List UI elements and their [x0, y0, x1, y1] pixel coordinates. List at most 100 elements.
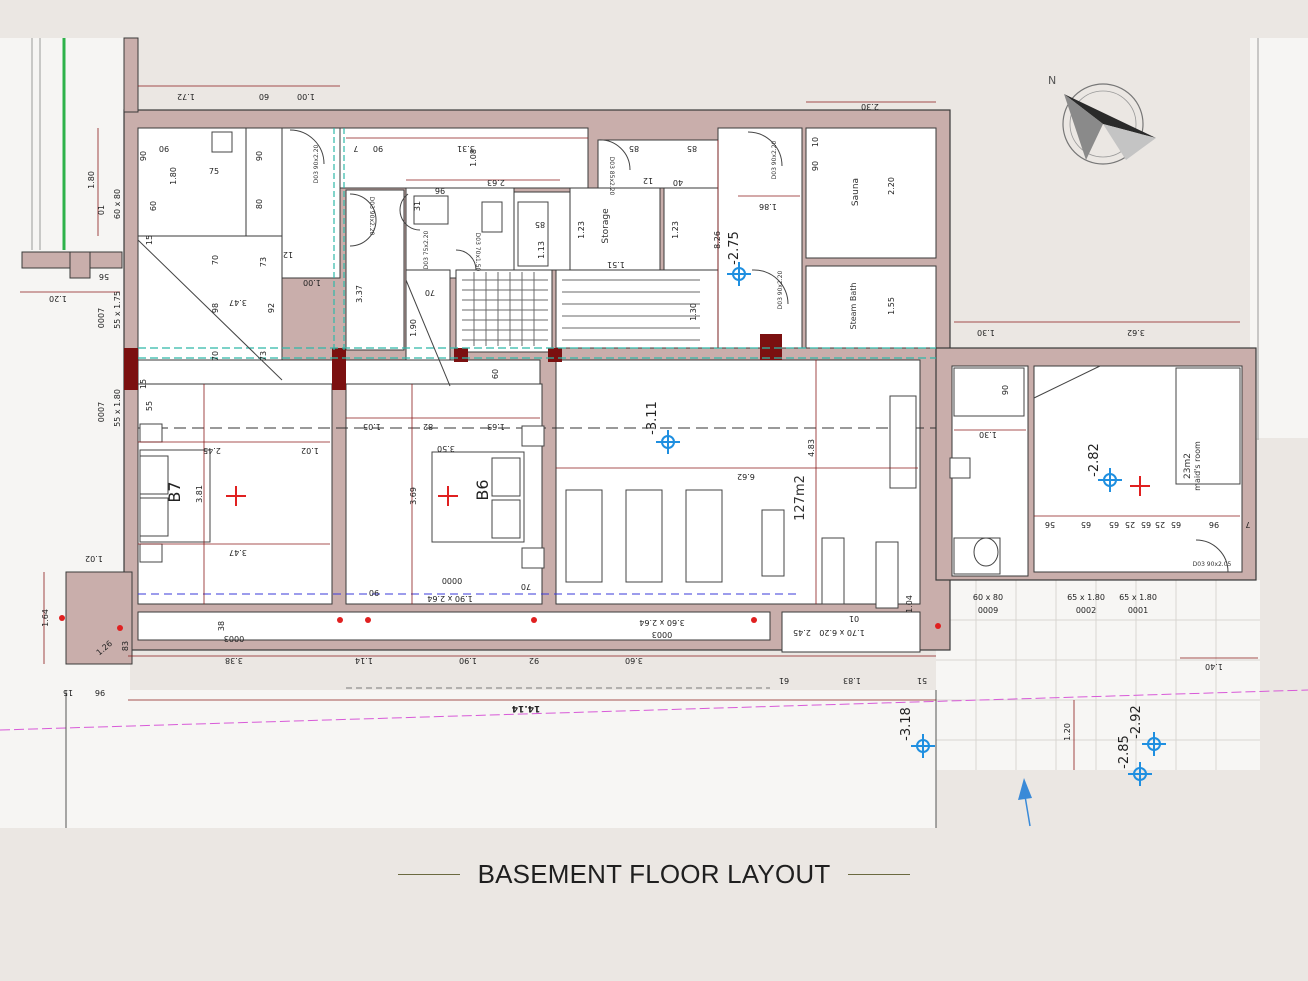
dimension-label: 15: [145, 235, 154, 245]
dimension-label: 1.90: [409, 319, 418, 337]
level-marker-icon: [1098, 468, 1122, 492]
dimension-label: 1.30: [979, 430, 997, 439]
window-tag: 65 x 1.80: [1067, 593, 1105, 602]
dimension-label: 1.90: [459, 656, 477, 665]
window-tag: 55 x 1.80: [113, 389, 122, 427]
dimension-label: 90: [255, 151, 264, 161]
level-label: -3.11: [645, 401, 660, 435]
dimension-label: 90: [159, 144, 169, 153]
room-label-b6: B6: [473, 479, 492, 500]
dimension-label: 55: [145, 401, 154, 411]
window-tag: 0007: [97, 402, 106, 422]
dimension-label: 73: [259, 257, 268, 267]
door-tags: D03 90x2.20 D03 90x2.20 D03 90x2.20 D03 …: [313, 140, 1232, 568]
title-block: BASEMENT FLOOR LAYOUT: [0, 852, 1308, 896]
level-label: -2.82: [1087, 443, 1102, 477]
stairs: [462, 272, 700, 346]
dimension-label: 25: [1155, 520, 1165, 529]
center-cross-icon: [438, 486, 458, 506]
dimension-label: 90: [139, 151, 148, 161]
dimension-label: 1.05: [363, 422, 381, 431]
dimension-label: 70: [211, 255, 220, 265]
dimension-label: 1.00: [297, 92, 315, 101]
title-rule-right: [848, 873, 911, 875]
dimension-label: 3.37: [355, 285, 364, 303]
dimension-label: 25: [1125, 520, 1135, 529]
dimension-label: 85: [687, 144, 697, 153]
dimension-label: 1.80: [87, 171, 96, 189]
window-tag: 65 x 1.80: [1119, 593, 1157, 602]
level-marker-icon: [1128, 762, 1152, 786]
dimension-label: 3.31: [457, 144, 475, 153]
level-label: -2.92: [1129, 705, 1144, 739]
dimension-label: 98: [211, 303, 220, 313]
dimension-label: 96: [95, 688, 105, 697]
dimension-label: 1.30: [689, 303, 698, 321]
dimension-label: 75: [209, 167, 219, 176]
room-label-maids-room: maid's room: [1193, 441, 1202, 491]
dimension-lines: [20, 85, 1258, 770]
window-tag: 55 x 1.75: [113, 291, 122, 329]
dimension-label: 60: [149, 201, 158, 211]
dimension-label: 85: [629, 144, 639, 153]
dimension-label: 2.63: [487, 178, 505, 187]
dimension-label: 31: [413, 201, 422, 211]
dimension-label: 1.23: [577, 221, 586, 239]
door-tag: D03 70x1.50: [474, 233, 481, 272]
dimension-label: 3.62: [1127, 328, 1145, 337]
door-tag: D03 90x2.20: [771, 140, 778, 179]
room-labels: B7 B6 Storage Sauna Steam Bath 127m2 mai…: [165, 178, 1202, 521]
center-cross-icon: [226, 486, 246, 506]
dimension-label: 56: [99, 272, 109, 281]
dimension-label: 1.13: [537, 241, 546, 259]
window-tag: 60 x 80: [113, 189, 122, 219]
dimension-label: 60: [259, 92, 269, 101]
dimension-label: 1.08: [469, 149, 478, 167]
courtyard: [66, 690, 936, 828]
level-label: -3.18: [899, 707, 914, 741]
dimension-label: 96: [435, 186, 445, 195]
room-center-marks: [226, 476, 1150, 506]
dimension-label: 1.04: [905, 595, 914, 613]
window-tag: 60 x 80: [973, 593, 1003, 602]
window-tag: 3.60 x 2.64: [639, 618, 684, 627]
dimension-label: 85: [535, 220, 545, 229]
dimension-label: 2.45: [203, 446, 221, 455]
site-strip-right: [1250, 38, 1308, 438]
dimension-label: 96: [1209, 520, 1219, 529]
reference-lines: [0, 38, 1308, 828]
room-label-b7: B7: [165, 481, 184, 502]
dimension-label: 3.38: [225, 656, 243, 665]
window-tag: 1.70 x 6.20: [819, 628, 864, 637]
dimension-label: 1.64: [41, 609, 50, 627]
dimension-label: 1.55: [887, 297, 896, 315]
dimension-label: 7: [353, 144, 358, 153]
room-label-storage: Storage: [601, 208, 611, 244]
terrace-tiles: [936, 580, 1260, 770]
door-tag: D03 90x2.20: [368, 197, 375, 236]
dimension-label: 1.23: [671, 221, 680, 239]
window-tag: 0003: [652, 630, 672, 639]
dimension-label: 38: [217, 621, 226, 631]
dimension-label: 90: [369, 588, 379, 597]
dimension-label: 14.14: [512, 703, 540, 713]
dimension-label: 61: [779, 676, 789, 685]
dimension-label: 3.50: [437, 444, 455, 453]
dimension-label: 15: [63, 688, 73, 697]
level-label: -2.85: [1117, 735, 1132, 769]
dimension-label: 7: [1245, 520, 1250, 529]
dimension-label: 1.02: [85, 554, 103, 563]
dimension-label: 10: [811, 137, 820, 147]
dimension-label: 60: [491, 369, 500, 379]
dimension-label: 83: [121, 641, 130, 651]
dimension-label: 1.30: [977, 328, 995, 337]
dimension-label: 1.20: [1063, 723, 1072, 741]
dimension-label: 65: [1109, 520, 1119, 529]
level-labels: -2.75 -3.11 -2.82 -3.18 -2.92 -2.85: [645, 231, 1144, 769]
dimension-label: 65: [1141, 520, 1151, 529]
room-area-maids-room: 23m2: [1183, 453, 1193, 479]
window-tag: 1.90 x 2.64: [427, 594, 472, 603]
dimension-label: 70: [211, 351, 220, 361]
level-markers: [656, 262, 1166, 786]
